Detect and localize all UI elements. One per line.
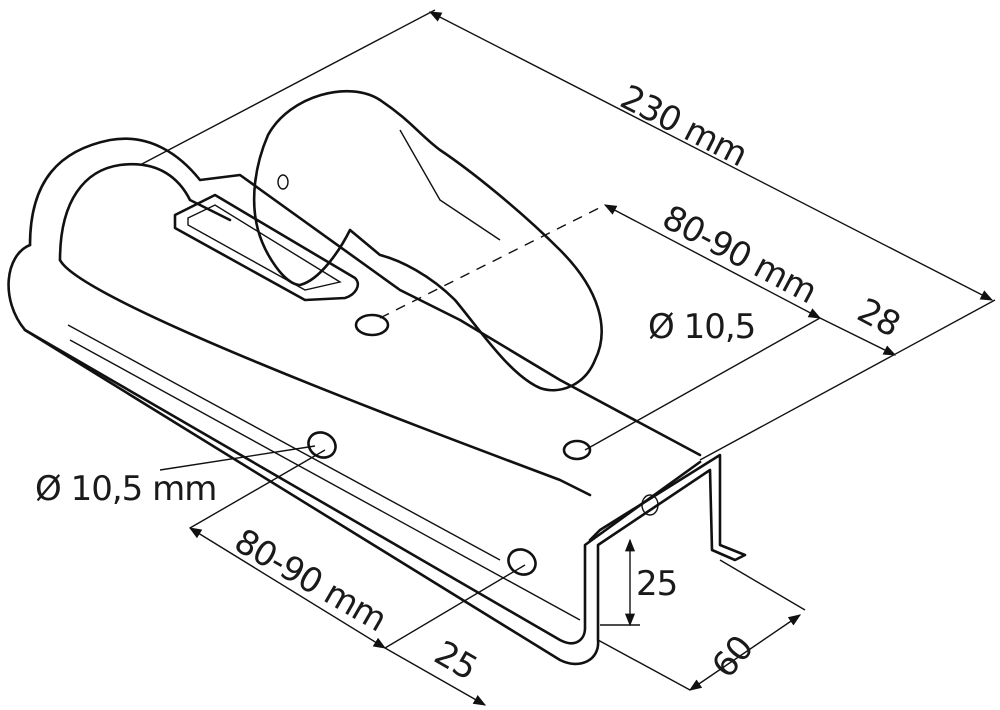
top-hole xyxy=(562,439,592,461)
top-hole xyxy=(354,313,390,337)
side-hole-diameter-label: Ø 10,5 mm xyxy=(35,469,216,509)
side-hole-spacing-label: 80-90 mm xyxy=(228,521,393,640)
channel-width-label: 60 xyxy=(704,628,761,685)
top-hole-spacing-label: 80-90 mm xyxy=(656,198,823,312)
side-hole xyxy=(507,548,537,576)
channel-height-label: 25 xyxy=(636,564,677,604)
side-hole xyxy=(307,431,337,459)
side-end-offset-label: 25 xyxy=(428,633,484,688)
dimension-lines xyxy=(139,9,996,706)
overall-length-label: 230 mm xyxy=(614,77,753,174)
top-hole-diameter-label: Ø 10,5 xyxy=(648,307,755,347)
coupling-body xyxy=(7,89,747,666)
